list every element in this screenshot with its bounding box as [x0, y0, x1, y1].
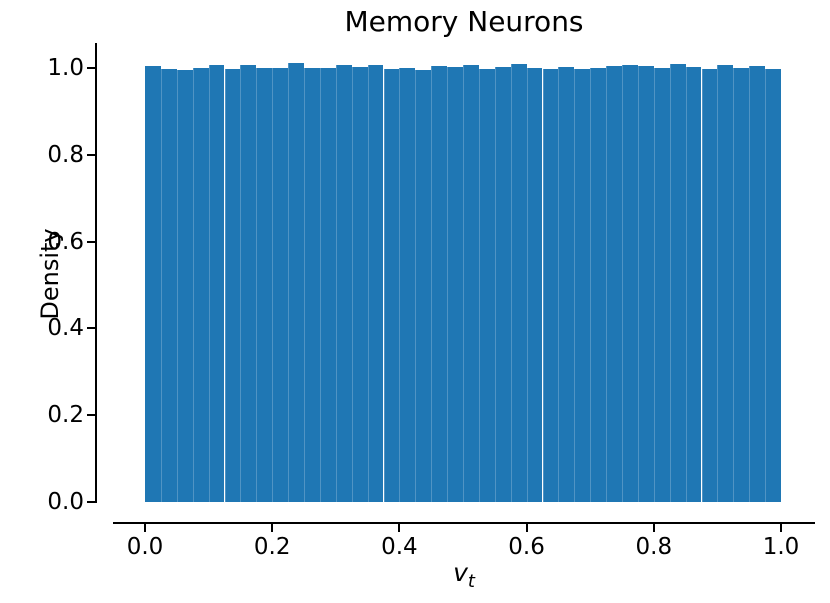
histogram-bar [622, 64, 638, 502]
histogram-bar [478, 68, 495, 502]
histogram-bar [335, 65, 352, 502]
x-tick-label: 0.8 [635, 534, 673, 560]
histogram-bar [685, 67, 702, 502]
histogram-bar [542, 69, 559, 502]
histogram-bar [494, 67, 511, 502]
histogram-bar [192, 67, 209, 502]
histogram-bar [669, 63, 686, 502]
histogram-bar [526, 68, 543, 502]
histogram-bar [606, 65, 622, 502]
histogram-bar [383, 69, 400, 502]
histogram-bar [256, 68, 273, 502]
x-tick-mark [780, 524, 782, 532]
histogram-bar [637, 65, 654, 502]
x-tick-label: 1.0 [762, 534, 800, 560]
histogram-bar [367, 65, 384, 502]
histogram-bar [176, 70, 193, 502]
histogram-bar [208, 65, 225, 502]
x-tick-mark [398, 524, 401, 532]
y-tick-label: 0.0 [47, 489, 84, 515]
y-tick-label: 1.0 [47, 55, 84, 81]
x-tick-mark [652, 524, 655, 532]
histogram-bar [510, 63, 527, 502]
histogram-bar [701, 69, 718, 502]
histogram-bar [415, 69, 432, 502]
x-axis-label: vt [113, 558, 815, 591]
histogram-bar [304, 67, 320, 502]
y-tick-label: 0.6 [47, 228, 84, 255]
y-tick-mark [87, 67, 95, 69]
histogram-bar [145, 66, 161, 502]
y-tick-label: 0.4 [47, 315, 84, 342]
y-tick-mark [87, 501, 95, 503]
histogram-bar [431, 65, 448, 502]
histogram-bar [558, 66, 575, 502]
histogram-bar [288, 63, 304, 502]
chart-title: Memory Neurons [344, 5, 584, 38]
histogram-bar [765, 68, 781, 502]
histogram-bar [574, 68, 591, 502]
histogram-bar [399, 67, 416, 502]
histogram-bar [319, 68, 336, 502]
x-tick-mark [144, 524, 146, 532]
histogram-bar [590, 67, 607, 502]
histogram-bar [653, 68, 670, 502]
x-tick-mark [525, 524, 528, 532]
x-axis-label-variable: v [453, 558, 468, 587]
histogram-bar [240, 64, 257, 502]
histogram-bar [351, 67, 368, 502]
x-tick-label: 0.0 [126, 534, 164, 560]
histogram-bar [272, 68, 289, 502]
x-tick-label: 0.6 [508, 534, 545, 560]
histogram-bar [733, 67, 750, 502]
y-tick-label: 0.2 [47, 402, 84, 429]
histogram-bar [463, 64, 479, 502]
histogram-bar [749, 66, 766, 502]
x-tick-label: 0.2 [253, 534, 291, 560]
histogram-bar [717, 65, 734, 502]
histogram-bar [224, 69, 241, 502]
y-tick-mark [87, 414, 95, 417]
x-tick-label: 0.4 [381, 534, 418, 560]
y-tick-label: 0.8 [47, 141, 84, 168]
x-axis-label-subscript: t [467, 571, 475, 592]
y-tick-mark [87, 153, 95, 156]
y-tick-mark [87, 240, 95, 243]
histogram-bar [160, 68, 177, 502]
x-axis-spine [113, 522, 815, 524]
x-tick-mark [271, 524, 274, 532]
y-axis-spine [95, 43, 97, 503]
histogram-bar [447, 67, 463, 502]
y-tick-mark [87, 327, 95, 330]
